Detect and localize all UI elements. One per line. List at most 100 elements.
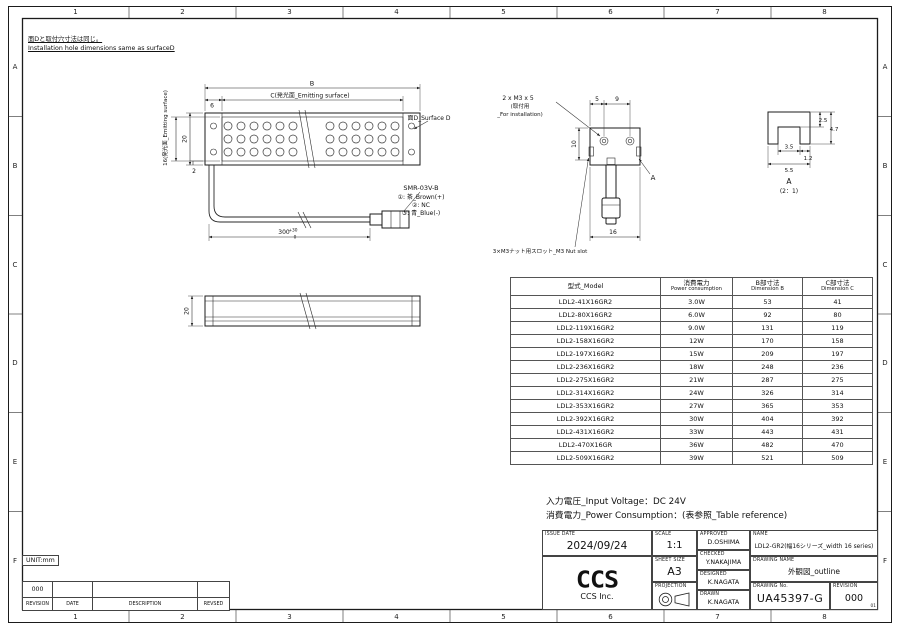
model-cell: LDL2-392X16GR2 (510, 412, 661, 426)
approved-cell: APPROVED D.OSHIMA (697, 530, 750, 550)
revision-header-row: REVISION DATE DESCRIPTION REVSED (22, 597, 230, 611)
pin2-label: ②: NC (412, 202, 430, 209)
checked-value: Y.NAKAJIMA (705, 559, 742, 566)
power-cell: 27W (660, 399, 733, 413)
revision-header: REVISION (22, 597, 53, 611)
ccs-logo: CCS (575, 566, 619, 593)
dim-6-label: 6 (210, 103, 214, 110)
revision-row: 000 (22, 581, 230, 598)
power-cell: 30W (660, 412, 733, 426)
page-note: 01 (870, 604, 876, 609)
dim-b-cell: 521 (732, 451, 803, 465)
dim-b-cell: 326 (732, 386, 803, 400)
name-cell: NAME LDL2-GR2(幅16シリーズ_width 16 series) (750, 530, 878, 556)
power-cell: 21W (660, 373, 733, 387)
dim-c-cell: 314 (802, 386, 873, 400)
designed-value: K.NAGATA (707, 579, 740, 586)
cable-tol-lower: 0 (294, 235, 297, 241)
dim-b-cell: 170 (732, 334, 803, 348)
model-cell: LDL2-41X16GR2 (510, 295, 661, 309)
mount-hole (408, 122, 415, 130)
bolt-note-line1: 2 x M3 x 5 (502, 95, 534, 102)
model-cell: LDL2-353X16GR2 (510, 399, 661, 413)
company-logo-cell: CCS CCS Inc. (542, 556, 652, 610)
nut-slot-left (588, 146, 594, 157)
unit-label: UNIT:mm (22, 555, 59, 566)
revision-cell: REVISION 000 01 (830, 582, 878, 610)
dim-c-cell: 119 (802, 321, 873, 335)
nut-slot-right (636, 146, 642, 157)
power-cell: 33W (660, 425, 733, 439)
power-cell: 24W (660, 386, 733, 400)
dim-c-cell: 41 (802, 295, 873, 309)
revision-revised-cell (197, 581, 230, 598)
dim-b-cell: 443 (732, 425, 803, 439)
cable-length-label: 300 (278, 229, 290, 236)
issue-date-value: 2024/09/24 (566, 539, 628, 552)
third-angle-projection-icon (658, 592, 689, 607)
model-cell: LDL2-119X16GR2 (510, 321, 661, 335)
model-cell: LDL2-80X16GR2 (510, 308, 661, 322)
checked-cell: CHECKED Y.NAKAJIMA (697, 550, 750, 570)
company-name: CCS Inc. (580, 592, 614, 601)
drawing-name-cell: DRAWING NAME 外観図_outline (750, 556, 878, 582)
led-array (223, 121, 400, 157)
input-voltage-note: 入力電圧_Input Voltage：DC 24V (546, 497, 686, 507)
dim-b-cell: 482 (732, 438, 803, 452)
dim-2-label: 2 (192, 168, 196, 175)
power-cell: 3.0W (660, 295, 733, 309)
power-cell: 39W (660, 451, 733, 465)
sheet-size-cell: SHEET SIZE A3 (652, 556, 697, 582)
installation-note-jp: 面Dと取付穴寸法は同じ。 (28, 36, 103, 43)
drawing-name-value: 外観図_outline (787, 567, 841, 576)
dim-c-cell: 509 (802, 451, 873, 465)
name-value: LDL2-GR2(幅16シリーズ_width 16 series) (754, 544, 874, 550)
detail-dim-2-5: 2.5 (819, 118, 828, 124)
m3-hole (625, 136, 635, 146)
title-block: ISSUE DATE 2024/09/24 CCS CCS Inc. SCALE… (542, 530, 878, 610)
section-view: 2 x M3 x 5 (取付用 _For installation) 5 9 1… (493, 95, 656, 255)
sheet-frame (8, 6, 892, 623)
m3-hole (599, 136, 609, 146)
power-cell: 12W (660, 334, 733, 348)
detail-view: 2.5 4.7 3.5 1.2 5.5 A (2：1) (767, 111, 839, 195)
dim-c-cell: 470 (802, 438, 873, 452)
description-header: DESCRIPTION (92, 597, 198, 611)
dim-c-cell: 275 (802, 373, 873, 387)
dim-b-cell: 404 (732, 412, 803, 426)
power-consumption-note: 消費電力_Power Consumption：(表参照_Table refere… (546, 510, 788, 521)
power-cell: 9.0W (660, 321, 733, 335)
model-cell: LDL2-314X16GR2 (510, 386, 661, 400)
dim-b-cell: 53 (732, 295, 803, 309)
side-dim-20-label: 20 (184, 307, 191, 315)
frame-ticks (8, 6, 892, 623)
power-cell: 15W (660, 347, 733, 361)
dim-b-cell: 92 (732, 308, 803, 322)
detail-dim-4-7: 4.7 (830, 127, 839, 133)
dim-5-label: 5 (595, 96, 599, 103)
revision-description-cell (92, 581, 198, 598)
projection-cell: PROJECTION (652, 582, 697, 610)
nut-slot-bottom (606, 157, 616, 165)
scale-cell: SCALE 1:1 (652, 530, 697, 556)
mount-hole (210, 148, 217, 156)
dim-16-emitting-label: 16(発光面_Emitting surface) (161, 90, 169, 166)
side-view: 20 (184, 292, 421, 330)
drawn-cell: DRAWN K.NAGATA (697, 590, 750, 610)
front-view: B C(発光面_Emitting surface) 6 20 16(発光面_Em… (161, 80, 451, 241)
model-cell: LDL2-431X16GR2 (510, 425, 661, 439)
bolt-note-line3: _For installation) (496, 112, 543, 118)
revision-value: 000 (844, 593, 864, 604)
cable (208, 165, 370, 223)
nut-slot-note: 3×M3ナット用スロット_M3 Nut slot (493, 248, 588, 255)
